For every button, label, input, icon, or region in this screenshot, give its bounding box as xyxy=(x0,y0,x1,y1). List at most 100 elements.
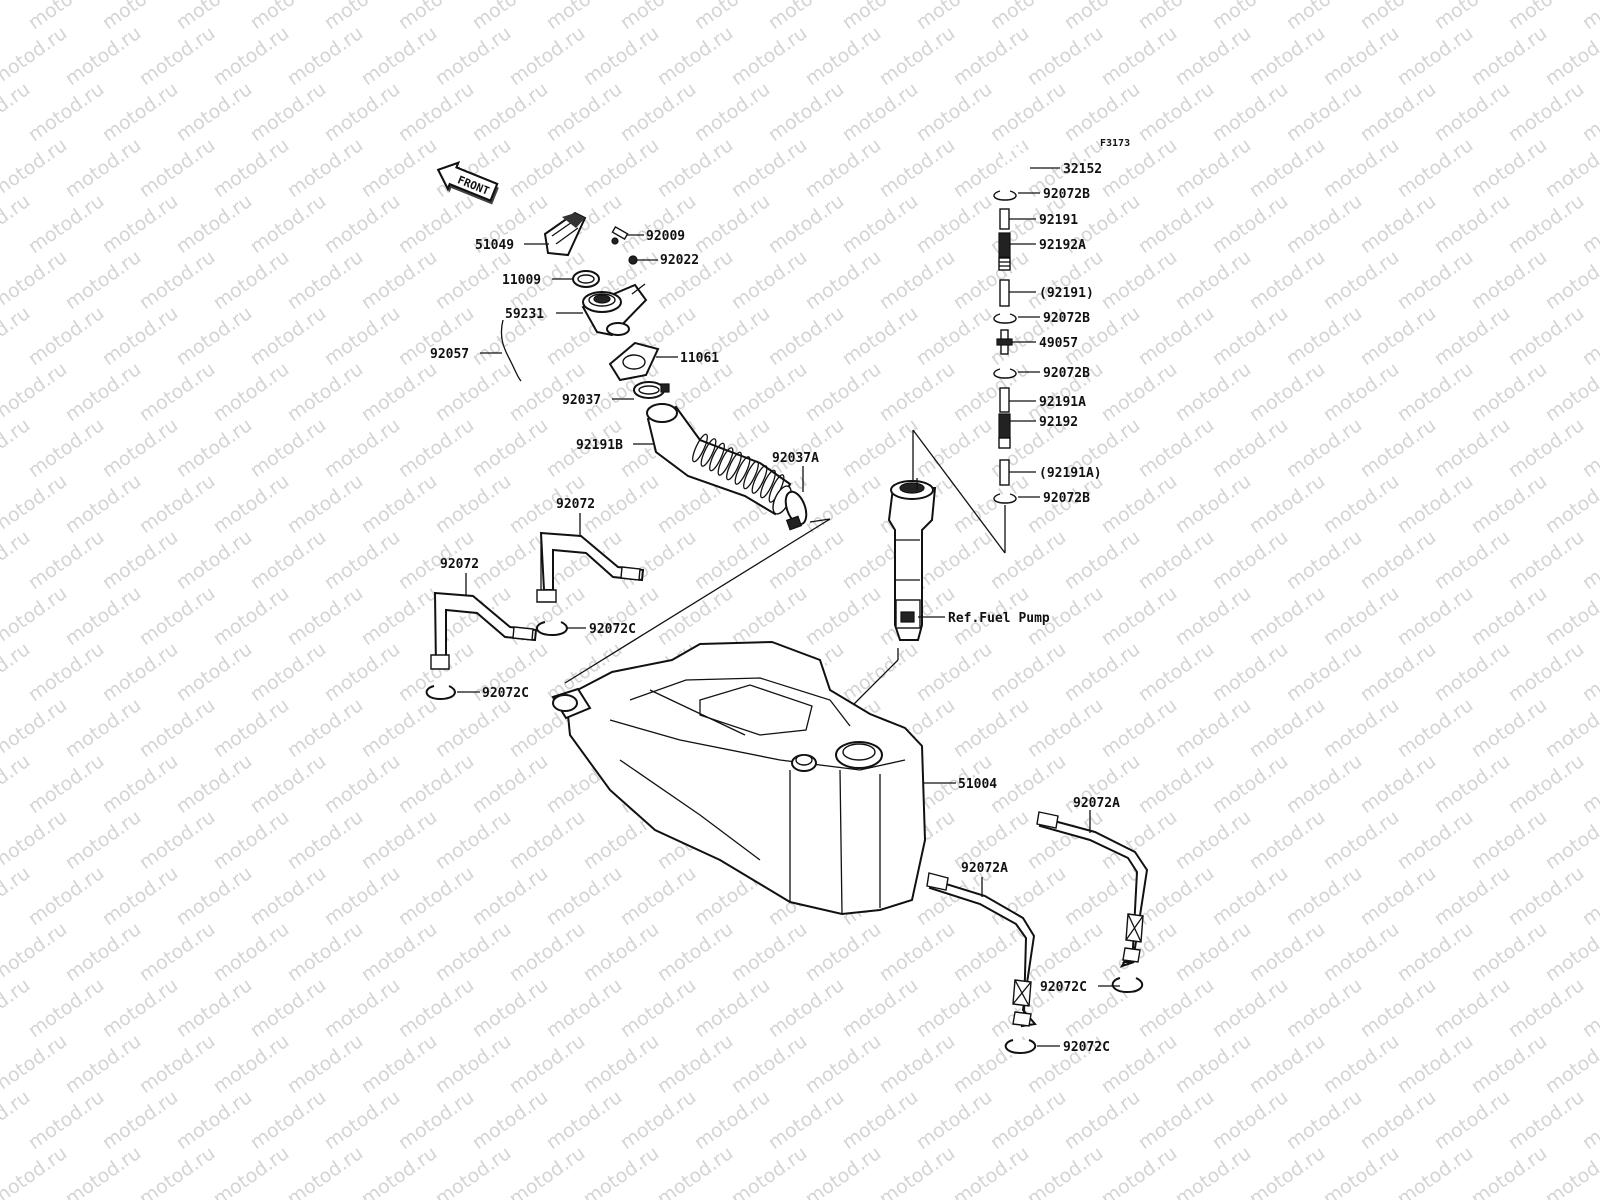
callout-92192A: 92192A xyxy=(1039,238,1086,253)
watermark-text: motod.ru xyxy=(801,582,885,650)
part-92191B-hose xyxy=(646,403,792,516)
hose-rib xyxy=(751,465,768,494)
watermark-text: motod.ru xyxy=(1467,134,1551,202)
watermark-text: motod.ru xyxy=(61,470,145,538)
watermark-text: motod.ru xyxy=(135,22,219,90)
watermark-text: motod.ru xyxy=(246,414,330,482)
watermark-text: motod.ru xyxy=(1504,414,1588,482)
watermark-text: motod.ru xyxy=(838,0,922,34)
watermark-text: motod.ru xyxy=(1245,918,1329,986)
watermark-text: motod.ru xyxy=(1356,526,1440,594)
watermark-text: motod.ru xyxy=(320,190,404,258)
watermark-text: motod.ru xyxy=(283,1142,367,1200)
watermark-text: motod.ru xyxy=(1430,750,1514,818)
watermark-text: motod.ru xyxy=(1245,22,1329,90)
watermark-text: motod.ru xyxy=(172,414,256,482)
watermark-text: motod.ru xyxy=(653,134,737,202)
watermark-text: motod.ru xyxy=(24,78,108,146)
watermark-text: motod.ru xyxy=(357,806,441,874)
watermark-text: motod.ru xyxy=(875,22,959,90)
watermark-text: motod.ru xyxy=(838,78,922,146)
watermark-text: motod.ru xyxy=(357,1142,441,1200)
watermark-text: motod.ru xyxy=(320,750,404,818)
watermark-text: motod.ru xyxy=(838,638,922,706)
part-92072C-clip-a xyxy=(536,621,568,637)
watermark-text: motod.ru xyxy=(1504,862,1588,930)
watermark-text: motod.ru xyxy=(727,582,811,650)
watermark-text: motod.ru xyxy=(172,302,256,370)
watermark-text: motod.ru xyxy=(875,1030,959,1098)
watermark-text: motod.ru xyxy=(1282,78,1366,146)
callout-11009: 11009 xyxy=(502,273,541,288)
watermark-text: motod.ru xyxy=(394,750,478,818)
callout-92191A-paren: (92191A) xyxy=(1039,466,1102,481)
watermark-text: motod.ru xyxy=(542,974,626,1042)
watermark-text: motod.ru xyxy=(912,526,996,594)
watermark-text: motod.ru xyxy=(357,694,441,762)
watermark-text: motod.ru xyxy=(1097,470,1181,538)
watermark-text: motod.ru xyxy=(616,1086,700,1154)
watermark-text: motod.ru xyxy=(357,246,441,314)
watermark-text: motod.ru xyxy=(209,358,293,426)
watermark-text: motod.ru xyxy=(172,862,256,930)
watermark-text: motod.ru xyxy=(283,22,367,90)
watermark-text: motod.ru xyxy=(1467,694,1551,762)
watermark-text: motod.ru xyxy=(357,1030,441,1098)
watermark-text: motod.ru xyxy=(801,918,885,986)
watermark-text: motod.ru xyxy=(468,974,552,1042)
watermark-text: motod.ru xyxy=(1282,190,1366,258)
watermark-text: motod.ru xyxy=(283,694,367,762)
watermark-text: motod.ru xyxy=(727,246,811,314)
watermark-text: motod.ru xyxy=(1430,862,1514,930)
watermark-text: motod.ru xyxy=(246,638,330,706)
watermark-text: motod.ru xyxy=(1245,246,1329,314)
watermark-text: motod.ru xyxy=(690,0,774,34)
watermark-text: motod.ru xyxy=(1023,1142,1107,1200)
watermark-text: motod.ru xyxy=(912,190,996,258)
watermark-text: motod.ru xyxy=(1282,414,1366,482)
watermark-text: motod.ru xyxy=(246,0,330,34)
watermark-text: motod.ru xyxy=(1171,22,1255,90)
watermark-text: motod.ru xyxy=(505,134,589,202)
watermark-text: motod.ru xyxy=(1356,78,1440,146)
callout-92037: 92037 xyxy=(562,393,601,408)
watermark-text: motod.ru xyxy=(542,862,626,930)
watermark-text: motod.ru xyxy=(320,526,404,594)
watermark-text: motod.ru xyxy=(1245,582,1329,650)
watermark-text: motod.ru xyxy=(1245,1142,1329,1200)
watermark-text: motod.ru xyxy=(1467,918,1551,986)
hose-rib xyxy=(709,442,725,472)
callout-32152: 32152 xyxy=(1063,162,1102,177)
watermark-text: motod.ru xyxy=(1393,918,1477,986)
watermark-text: motod.ru xyxy=(135,246,219,314)
watermark-text: motod.ru xyxy=(172,526,256,594)
watermark-text: motod.ru xyxy=(394,974,478,1042)
watermark-text: motod.ru xyxy=(209,22,293,90)
watermark-text: motod.ru xyxy=(727,134,811,202)
part-92072B-clip-d xyxy=(993,493,1017,504)
part-92072C-clip-d xyxy=(1004,1039,1037,1055)
watermark-text: motod.ru xyxy=(1134,1086,1218,1154)
watermark-text: motod.ru xyxy=(986,750,1070,818)
watermark-text: motod.ru xyxy=(283,582,367,650)
watermark-text: motod.ru xyxy=(949,246,1033,314)
watermark-text: motod.ru xyxy=(764,974,848,1042)
watermark-text: motod.ru xyxy=(98,974,182,1042)
watermark-text: motod.ru xyxy=(986,638,1070,706)
watermark-text: motod.ru xyxy=(283,358,367,426)
callout-92072-lower: 92072 xyxy=(440,557,479,572)
watermark-text: motod.ru xyxy=(1393,694,1477,762)
fuel-pump-reference xyxy=(887,478,937,641)
watermark-text: motod.ru xyxy=(1319,470,1403,538)
watermark-text: motod.ru xyxy=(727,918,811,986)
callout-92072A-left: 92072A xyxy=(961,861,1008,876)
watermark-text: motod.ru xyxy=(1319,246,1403,314)
watermark-text: motod.ru xyxy=(1282,862,1366,930)
watermark-text: motod.ru xyxy=(1245,1030,1329,1098)
watermark-text: motod.ru xyxy=(209,582,293,650)
watermark-text: motod.ru xyxy=(1134,78,1218,146)
watermark-text: motod.ru xyxy=(875,918,959,986)
watermark-text: motod.ru xyxy=(1208,750,1292,818)
watermark-text: motod.ru xyxy=(764,526,848,594)
part-92191A-tube xyxy=(999,387,1010,413)
